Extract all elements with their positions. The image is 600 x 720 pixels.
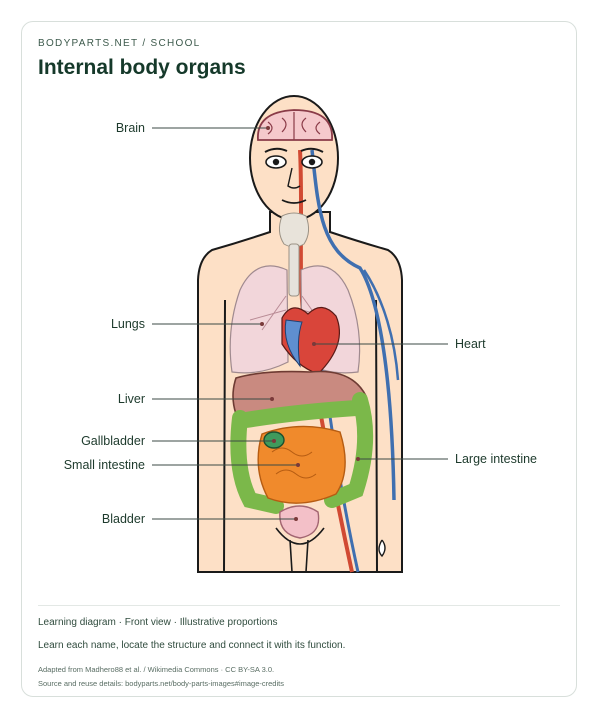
brand-breadcrumb[interactable]: BODYPARTS.NET / SCHOOL (38, 38, 201, 49)
vein-vessel (310, 149, 396, 501)
large-intestine (230, 392, 374, 514)
label-large-intestine[interactable]: Large intestine (455, 452, 537, 466)
label-liver[interactable]: Liver (118, 392, 145, 406)
diagram-meta: Learning diagram · Front view · Illustra… (38, 617, 278, 628)
pelvis-outline (275, 527, 325, 573)
footer-divider (38, 605, 560, 606)
trachea (278, 212, 310, 297)
learning-instruction: Learn each name, locate the structure an… (38, 640, 346, 651)
label-lungs[interactable]: Lungs (111, 317, 145, 331)
thumb-outline (378, 539, 386, 558)
label-bladder[interactable]: Bladder (102, 512, 145, 526)
bladder (279, 505, 320, 539)
page-title: Internal body organs (38, 56, 246, 79)
arm-outline (223, 299, 378, 573)
heart (281, 306, 340, 375)
arm-vein (362, 269, 400, 381)
leader-dots (260, 126, 360, 521)
label-gallbladder[interactable]: Gallbladder (81, 434, 145, 448)
brain (257, 109, 333, 141)
source-link[interactable]: Source and reuse details: bodyparts.net/… (38, 679, 284, 688)
label-brain[interactable]: Brain (116, 121, 145, 135)
body-organs-diagram: Brain Lungs Liver Gallbladder Small inte… (64, 95, 537, 573)
leader-lines (152, 127, 448, 520)
label-heart[interactable]: Heart (455, 337, 486, 351)
image-credit: Adapted from Madhero88 et al. / Wikimedi… (38, 665, 275, 674)
label-small-intestine[interactable]: Small intestine (64, 458, 145, 472)
